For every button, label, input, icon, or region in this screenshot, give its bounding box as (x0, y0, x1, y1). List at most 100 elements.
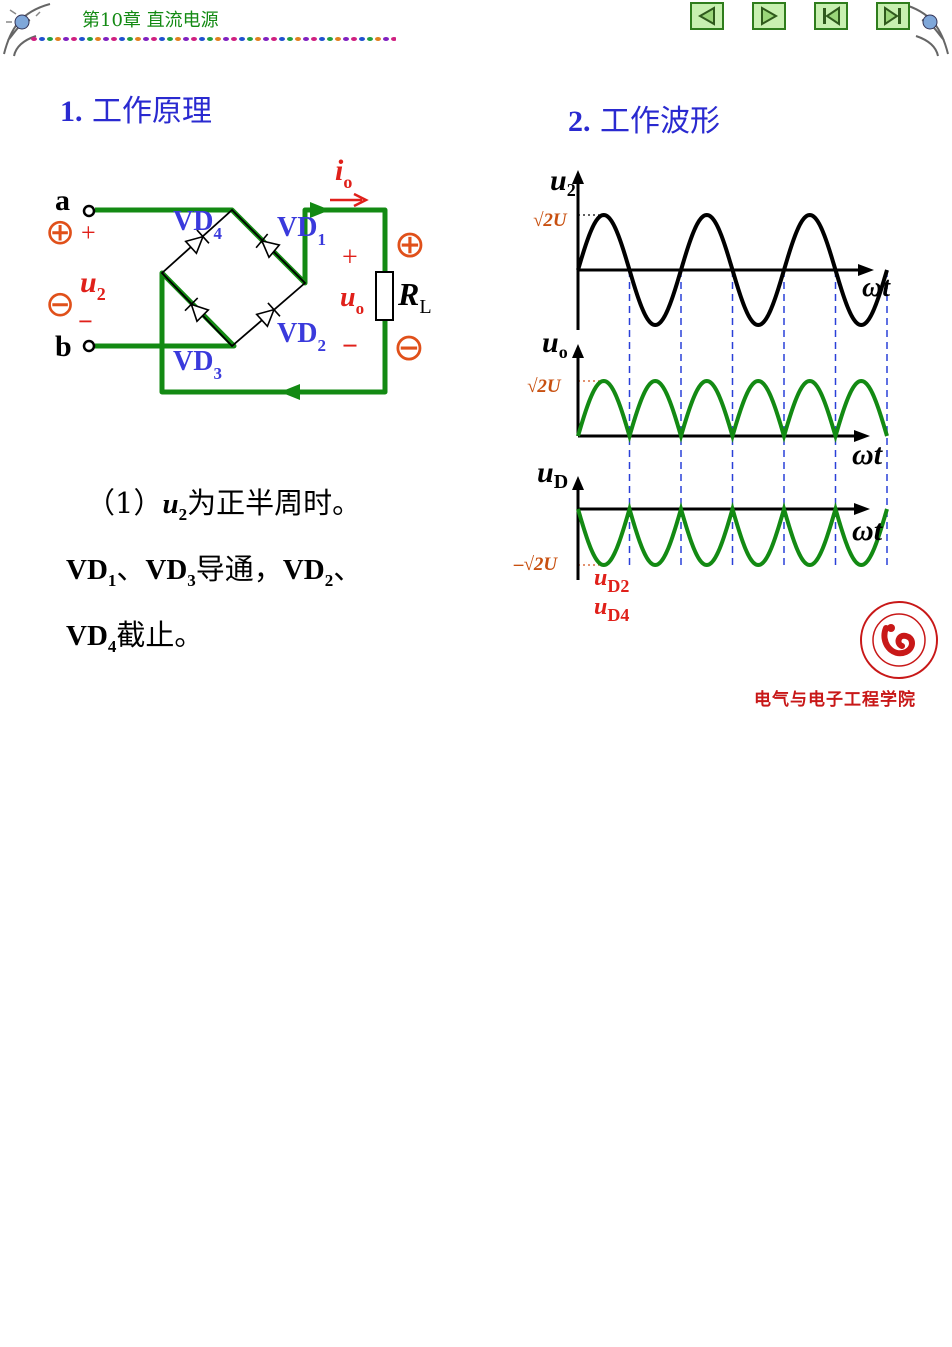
decorative-bead (119, 37, 125, 41)
section-2-title: 2. 工作波形 (568, 96, 720, 140)
decorative-bead (391, 37, 396, 41)
u2-x-arrow (858, 264, 874, 276)
description-line-3: VD4截止。 (66, 608, 446, 674)
decorative-bead (87, 37, 93, 41)
vd-sub: 2 (324, 570, 334, 590)
decorative-bead (191, 37, 197, 41)
u2-y-arrow (572, 170, 584, 184)
decorative-bead (95, 37, 101, 41)
vd-sub: 3 (187, 570, 196, 590)
terminal-b-label: b (55, 330, 72, 363)
vd-text: VD (66, 619, 108, 652)
uo-peak-label: √2U (527, 376, 562, 397)
decorative-bead (311, 37, 317, 41)
corner-ornament-left (3, 3, 51, 57)
decorative-bead (47, 37, 53, 41)
input-plus-circle: ⊕ (45, 212, 75, 252)
ud-x-arrow (854, 503, 870, 515)
vd-text: VD (66, 553, 108, 586)
decorative-bead (295, 37, 301, 41)
period-markers (628, 270, 888, 566)
decorative-bead (159, 37, 165, 41)
diode-vd3-symbol (184, 297, 210, 323)
ud-y-arrow (572, 476, 584, 490)
current-arrow-bottom (280, 384, 300, 400)
nav-next-button[interactable] (752, 2, 786, 30)
section-1-text: 工作原理 (92, 94, 213, 129)
decorative-bead (127, 37, 133, 41)
cutoff-text: 截止。 (116, 617, 204, 652)
decorative-bead-line (31, 37, 396, 41)
uo-axis-label: uo (542, 326, 568, 362)
diode-vd1-symbol (255, 233, 281, 259)
decorative-bead (231, 37, 237, 41)
output-plus-sign: + (342, 242, 358, 273)
load-resistor-label: RL (397, 276, 432, 318)
decorative-bead (287, 37, 293, 41)
decorative-bead (63, 37, 69, 41)
decorative-bead (375, 37, 381, 41)
conduct-text: 导通， (195, 551, 283, 586)
waveform-chart: u2 √2U ωt uo √2U ωt uD –√2U ωt uD2 uD4 (513, 164, 891, 625)
terminal-a-label: a (55, 184, 70, 217)
var-u: u (162, 488, 179, 520)
decorative-bead (239, 37, 245, 41)
decorative-bead (199, 37, 205, 41)
u2-axis-label: u2 (550, 164, 576, 200)
decorative-bead (303, 37, 309, 41)
uo-x-arrow (854, 430, 870, 442)
var-u-sub: 2 (178, 504, 188, 524)
ud-x-label: ωt (852, 514, 884, 547)
decorative-bead (31, 37, 37, 41)
nav-last-button[interactable] (876, 2, 910, 30)
input-plus-sign: + (81, 218, 96, 247)
sep: 、 (333, 551, 363, 586)
university-logo (860, 601, 938, 679)
decorative-bead (255, 37, 261, 41)
decorative-bead (207, 37, 213, 41)
triangle-left-icon (697, 6, 715, 26)
case-condition: 为正半周时。 (187, 486, 362, 520)
output-plus-circle: ⊕ (394, 224, 426, 266)
u2-sine-wave (576, 212, 889, 328)
decorative-bead (367, 37, 373, 41)
decorative-bead (55, 37, 61, 41)
description-line-1: （1）u2为正半周时。 (66, 476, 446, 542)
terminal-a-dot (82, 204, 96, 218)
input-minus-circle: ⊖ (45, 284, 75, 324)
diode-vd4-symbol (184, 229, 210, 255)
uo-x-label: ωt (852, 438, 884, 471)
uo-rectified-wave (576, 378, 889, 443)
decorative-bead (351, 37, 357, 41)
diode-vd2-label: VD2 (277, 318, 326, 355)
decorative-bead (327, 37, 333, 41)
decorative-bead (111, 37, 117, 41)
output-voltage-label: uo (340, 282, 364, 318)
terminal-b-dot (82, 339, 96, 353)
description-line-2: VD1、VD3导通，VD2、 (66, 542, 446, 608)
u2-x-label: ωt (862, 272, 891, 303)
uo-y-arrow (572, 344, 584, 358)
decorative-bead (167, 37, 173, 41)
output-minus-sign: − (342, 331, 358, 362)
triangle-right-icon (761, 6, 779, 26)
decorative-bead (39, 37, 45, 41)
ud4-label: uD4 (594, 594, 629, 625)
decorative-bead (335, 37, 341, 41)
section-1-number: 1. (60, 95, 83, 128)
decorative-bead (215, 37, 221, 41)
diode-vd4-label: VD4 (173, 206, 222, 243)
section-1-title: 1. 工作原理 (60, 86, 212, 130)
decorative-bead (223, 37, 229, 41)
decorative-bead (247, 37, 253, 41)
decorative-bead (175, 37, 181, 41)
nav-previous-button[interactable] (690, 2, 724, 30)
output-current-arrow (330, 192, 369, 208)
vd-text: VD (282, 553, 325, 586)
diode-vd2-symbol (255, 302, 281, 328)
section-2-text: 工作波形 (600, 104, 721, 139)
output-minus-circle: ⊖ (393, 327, 425, 369)
ud-axis-label: uD (537, 456, 568, 493)
nav-first-button[interactable] (814, 2, 848, 30)
decorative-bead (71, 37, 77, 41)
